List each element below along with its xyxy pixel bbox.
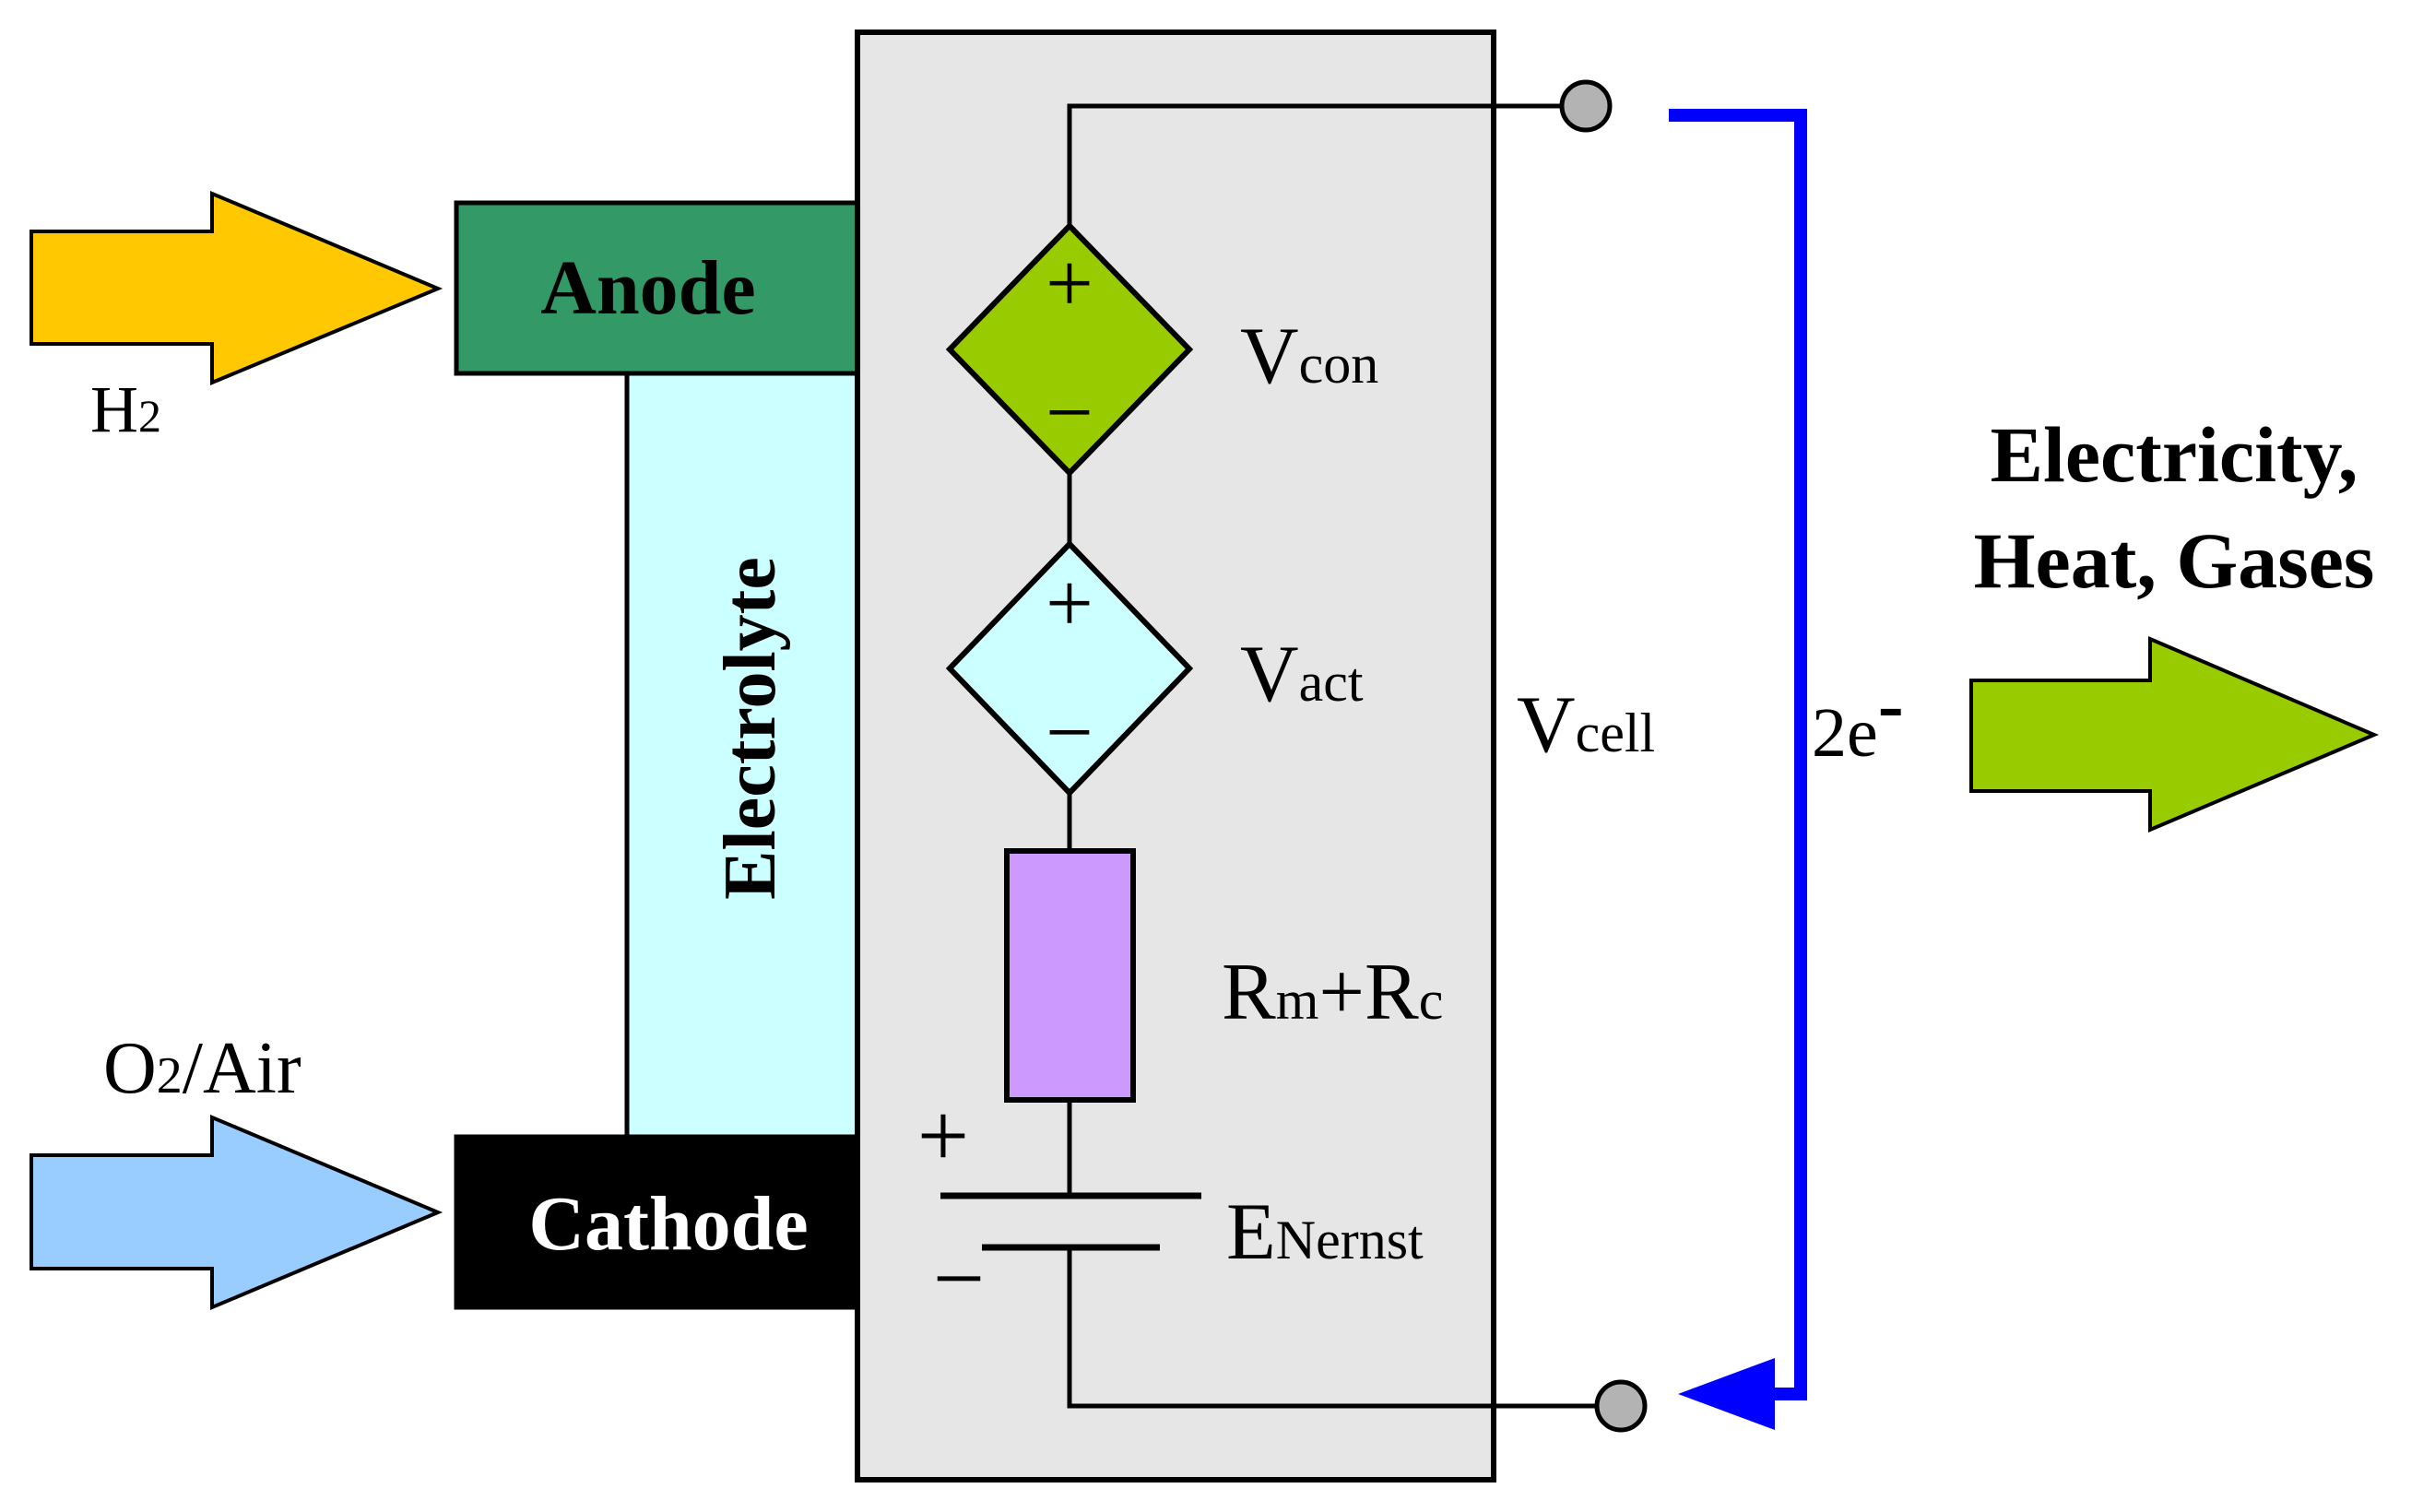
- enernst-main: E: [1226, 1187, 1276, 1277]
- output-line-1: Electricity,: [1991, 410, 2358, 499]
- rc-sub: c: [1419, 970, 1444, 1031]
- rm-main: R: [1222, 948, 1276, 1037]
- o2-rest: /Air: [183, 1028, 301, 1109]
- terminal-top: [1559, 79, 1613, 133]
- vcon-sub: con: [1299, 334, 1379, 395]
- vcon-label: Vcon: [1240, 312, 1378, 401]
- equivalent-circuit-box: [855, 30, 1496, 1482]
- bottom-wire: [1067, 1247, 1620, 1409]
- o2-sub: 2: [157, 1047, 183, 1104]
- resistor: [1004, 848, 1136, 1103]
- vcon-minus-sign: −: [1046, 365, 1093, 459]
- h2-input-arrow: [30, 190, 443, 385]
- electron-arrowhead: [1678, 1358, 1775, 1430]
- vcell-label: Vcell: [1517, 680, 1655, 770]
- terminal-bottom: [1594, 1379, 1648, 1433]
- anode-label: Anode: [540, 245, 755, 331]
- vact-main: V: [1240, 630, 1299, 719]
- enernst-label: ENernst: [1226, 1187, 1424, 1277]
- h2-main: H: [90, 372, 138, 446]
- electron-main: 2e: [1812, 694, 1878, 772]
- output-line-2: Heat, Gases: [1974, 516, 2375, 605]
- o2-input-arrow: [30, 1114, 443, 1311]
- enernst-sub: Nernst: [1276, 1210, 1424, 1270]
- vcell-main: V: [1517, 680, 1576, 770]
- top-wire: [1067, 103, 1583, 226]
- electron-path: [1669, 109, 1807, 1400]
- cathode-label: Cathode: [528, 1181, 808, 1267]
- output-arrow: [1969, 635, 2380, 833]
- electron-sup: -: [1878, 662, 1904, 748]
- electrolyte-layer: [624, 369, 860, 1140]
- h2-label: H2: [90, 372, 161, 446]
- resistance-label: Rm+Rc: [1222, 948, 1443, 1037]
- vact-minus-sign: −: [1046, 685, 1093, 779]
- vcell-sub: cell: [1576, 703, 1656, 763]
- rc-main: R: [1365, 948, 1419, 1037]
- vcon-main: V: [1240, 312, 1299, 401]
- rm-sub: m: [1276, 970, 1319, 1031]
- rplus: +: [1318, 948, 1365, 1037]
- vcon-plus-sign: +: [1046, 236, 1093, 330]
- battery-minus-sign: −: [933, 1227, 985, 1329]
- vact-sub: act: [1299, 652, 1364, 713]
- vact-plus-sign: +: [1046, 556, 1093, 650]
- vact-source: [945, 539, 1194, 797]
- vact-label: Vact: [1240, 630, 1364, 719]
- h2-sub: 2: [138, 390, 161, 442]
- electron-label: 2e-: [1812, 662, 1904, 772]
- electrolyte-label: Electrolyte: [710, 557, 791, 900]
- battery-plus-sign: +: [917, 1084, 969, 1187]
- vcon-source: [945, 221, 1194, 478]
- cathode-block: [454, 1134, 865, 1310]
- o2-main: O: [103, 1028, 157, 1109]
- anode-block: [454, 200, 860, 376]
- o2-air-label: O2/Air: [103, 1028, 301, 1109]
